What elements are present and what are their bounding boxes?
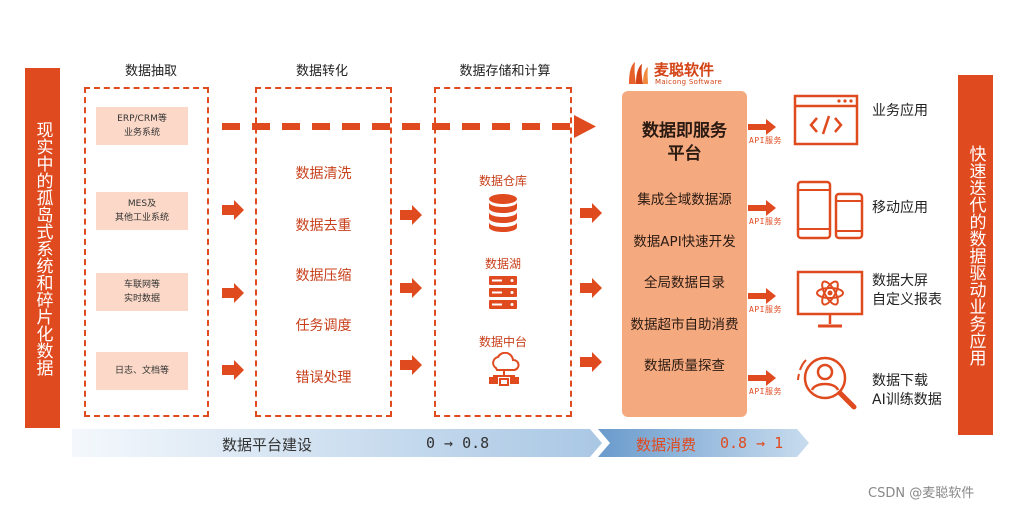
- arrow-right-icon: [400, 355, 422, 375]
- arrow-right-icon: [222, 200, 244, 220]
- logo-name: 麦聪软件: [654, 61, 715, 79]
- platform-title-line1: 数据即服务: [642, 121, 727, 141]
- consume-stage-label: 数据消费: [636, 436, 697, 454]
- platform-title-line2: 平台: [667, 144, 702, 164]
- arrow-right-icon: [400, 205, 422, 225]
- storage-label: 数据仓库: [478, 174, 527, 188]
- convert-column: [255, 87, 392, 417]
- server-icon: [488, 275, 518, 311]
- build-stage-label: 数据平台建设: [222, 436, 313, 454]
- arrow-right-icon: [748, 200, 776, 216]
- source-line1: 日志、文档等: [114, 366, 169, 376]
- code-window-icon: [793, 94, 859, 146]
- platform-feature: 数据API快速开发: [633, 234, 736, 250]
- right-banner-text: 快速迭代的数据驱动业务应用: [965, 144, 986, 366]
- app-label-line2: AI训练数据: [872, 392, 942, 408]
- build-stage-range: 0 → 0.8: [426, 434, 490, 452]
- source-line2: 业务系统: [123, 128, 160, 138]
- platform-title: 数据即服务 平台: [622, 120, 747, 166]
- app-label-business: 业务应用: [872, 102, 928, 121]
- watermark: CSDN @麦聪软件: [868, 486, 975, 501]
- app-label-line1: 数据大屏: [872, 273, 928, 289]
- conversion-item: 数据去重: [295, 218, 352, 234]
- left-banner-text: 现实中的孤岛式系统和碎片化数据: [32, 120, 53, 376]
- storage-column: [434, 87, 572, 417]
- source-box-iov: 车联网等 实时数据: [96, 273, 188, 311]
- app-label-line1: 数据下载: [872, 373, 928, 389]
- source-line1: 车联网等: [123, 280, 160, 290]
- arrow-right-icon: [400, 278, 422, 298]
- build-stage-bar: [72, 429, 602, 457]
- app-label-line1: 移动应用: [872, 200, 928, 216]
- arrow-right-icon: [580, 203, 602, 223]
- source-box-erp: ERP/CRM等 业务系统: [96, 107, 188, 145]
- left-banner: 现实中的孤岛式系统和碎片化数据: [25, 68, 60, 428]
- consume-stage-range: 0.8 → 1: [720, 434, 784, 452]
- api-service-label: API服务: [749, 217, 782, 226]
- source-box-log: 日志、文档等: [96, 352, 188, 390]
- arrow-right-icon: [580, 352, 602, 372]
- source-line1: ERP/CRM等: [117, 114, 167, 124]
- source-line1: MES及: [127, 199, 157, 209]
- api-service-label: API服务: [749, 387, 782, 396]
- platform-feature: 数据超市自助消费: [630, 317, 739, 333]
- mobile-devices-icon: [796, 180, 864, 240]
- database-icon: [487, 193, 519, 233]
- platform-feature: 数据质量探查: [644, 358, 725, 374]
- logo-subtitle: Maicong Software: [655, 78, 723, 86]
- source-line2: 实时数据: [123, 294, 160, 304]
- platform-feature: 全局数据目录: [644, 275, 725, 291]
- arrow-right-icon: [222, 360, 244, 380]
- logo-mark-icon: [629, 62, 648, 84]
- convert-title: 数据转化: [295, 64, 348, 79]
- arrow-right-icon: [580, 278, 602, 298]
- api-service-label: API服务: [749, 305, 782, 314]
- arrow-right-icon: [748, 119, 776, 135]
- storage-label: 数据湖: [484, 257, 521, 271]
- cloud-network-icon: [487, 351, 521, 388]
- arrow-right-icon: [222, 283, 244, 303]
- arrow-right-icon: [574, 115, 596, 138]
- app-label-download: 数据下载 AI训练数据: [872, 372, 942, 410]
- brand-logo: 麦聪软件 Maicong Software: [626, 58, 746, 90]
- app-label-mobile: 移动应用: [872, 199, 928, 218]
- right-banner: 快速迭代的数据驱动业务应用: [958, 75, 993, 435]
- app-label-line1: 业务应用: [872, 103, 928, 119]
- api-service-label: API服务: [749, 136, 782, 145]
- platform-panel: [622, 91, 747, 417]
- conversion-item: 数据清洗: [295, 166, 352, 182]
- app-label-dashboard: 数据大屏 自定义报表: [872, 272, 942, 310]
- arrow-right-icon: [748, 288, 776, 304]
- arrow-right-icon: [748, 370, 776, 386]
- conversion-item: 任务调度: [295, 318, 352, 334]
- conversion-item: 错误处理: [295, 370, 352, 386]
- storage-label: 数据中台: [478, 335, 527, 349]
- extract-title: 数据抽取: [124, 64, 177, 79]
- storage-title: 数据存储和计算: [459, 64, 551, 79]
- conversion-item: 数据压缩: [295, 268, 352, 284]
- source-line2: 其他工业系统: [114, 213, 169, 223]
- platform-feature: 集成全域数据源: [637, 192, 732, 208]
- monitor-atom-icon: [796, 270, 864, 328]
- user-search-icon: [797, 356, 857, 410]
- extract-column: [84, 87, 209, 417]
- app-label-line2: 自定义报表: [872, 292, 942, 308]
- consume-stage-bar: [598, 429, 809, 457]
- source-box-mes: MES及 其他工业系统: [96, 192, 188, 230]
